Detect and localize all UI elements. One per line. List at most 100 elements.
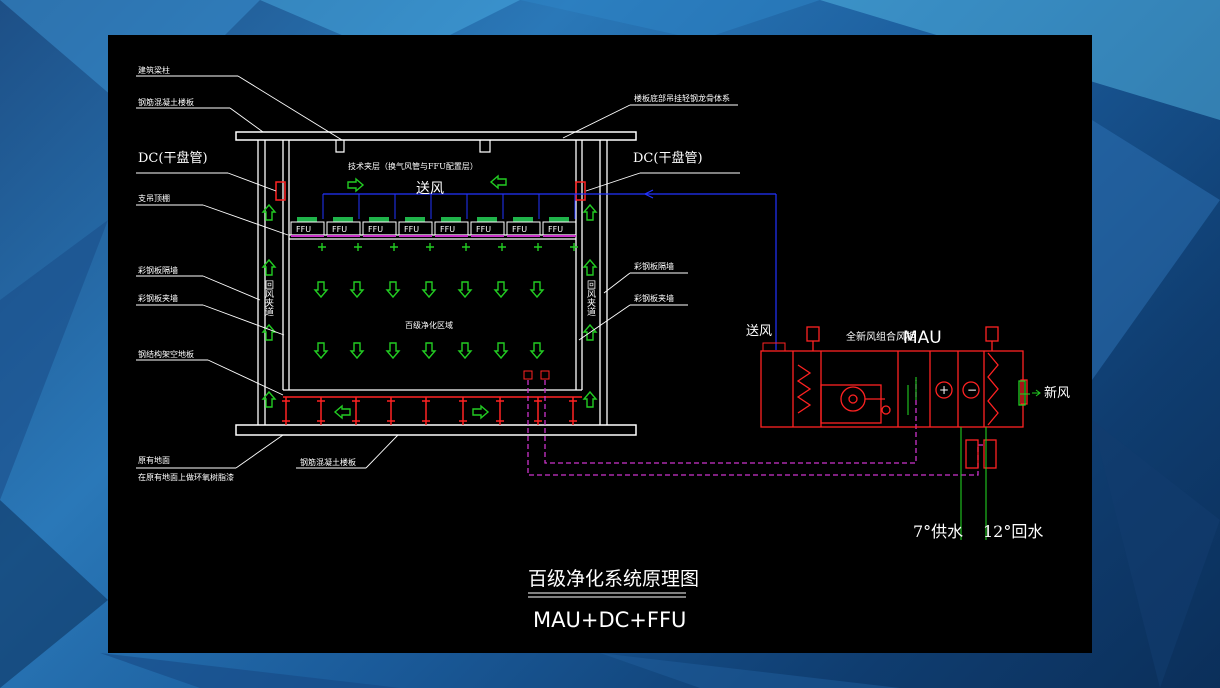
fresh-air-inlet-icon: [1018, 380, 1026, 406]
floor-pedestals: [282, 397, 577, 425]
up-arrow-icon: [582, 323, 598, 341]
down-arrow-icon: [385, 342, 401, 360]
up-arrow-icon: [261, 323, 277, 341]
down-arrow-icon: [421, 281, 437, 299]
ffu-label: FFU: [296, 225, 311, 234]
ffu-label: FFU: [404, 225, 419, 234]
ffu-drops: [322, 194, 576, 219]
left-arrow-icon: [489, 174, 507, 190]
pedestal: [352, 397, 360, 425]
label-mau-title: 全新风组合风柜: [846, 330, 916, 343]
ffu-top-icon: [513, 217, 533, 222]
down-arrow-icon: [313, 342, 329, 360]
down-arrow-icon: [313, 281, 329, 299]
pedestal: [282, 397, 290, 425]
cooling-coil-icon: [962, 381, 980, 399]
label-tech-mezzanine: 技术夹层（换气风管与FFU配置层）: [348, 161, 478, 171]
pedestal: [534, 397, 542, 425]
ffu-top-icon: [477, 217, 497, 222]
label-partition-right-bottom: 彩钢板夹墙: [634, 293, 674, 303]
water-lines: [907, 377, 1030, 540]
label-lightweight-frame: 楼板底部吊挂轻钢龙骨体系: [634, 93, 730, 103]
label-return-left: 回风夹道: [263, 280, 274, 317]
mau-supply-header: [762, 342, 786, 352]
ffu-top-icon: [549, 217, 569, 222]
ffu-label: FFU: [548, 225, 563, 234]
down-arrow-icon: [493, 281, 509, 299]
down-arrow-icon: [349, 281, 365, 299]
down-arrow-icon: [457, 281, 473, 299]
plus-marker: [534, 243, 542, 251]
ffu-label: FFU: [440, 225, 455, 234]
down-arrow-icon: [385, 281, 401, 299]
top-slab: [235, 131, 637, 141]
down-arrow-icon: [349, 342, 365, 360]
down-arrow-icon: [421, 342, 437, 360]
label-dc-right: DC(干盘管): [633, 150, 703, 166]
label-building-column: 建筑梁柱: [138, 65, 170, 75]
diagram-title: 百级净化系统原理图: [528, 568, 699, 590]
plus-marker: [570, 243, 578, 251]
right-arrow-icon: [472, 404, 490, 420]
pedestal: [569, 397, 577, 425]
plus-marker: [390, 243, 398, 251]
mau-unit: [760, 326, 1028, 469]
down-arrow-icon: [529, 281, 545, 299]
bottom-slab: [235, 424, 637, 436]
label-return-water: 12°回水: [983, 522, 1043, 541]
up-arrow-icon: [261, 258, 277, 276]
ffu-label: FFU: [476, 225, 491, 234]
label-supply-air-mau: 送风: [746, 324, 772, 339]
plus-marker: [354, 243, 362, 251]
ffu-top-icon: [369, 217, 389, 222]
label-partition-left-top: 彩钢板隔墙: [138, 265, 178, 275]
beams: [335, 140, 491, 153]
label-supply-air-top: 送风: [416, 181, 444, 197]
left-arrow-icon: [333, 404, 351, 420]
label-support-ceiling: 支吊顶棚: [138, 193, 170, 203]
supply-air-duct: [323, 189, 777, 350]
heating-coil-icon: [935, 381, 953, 399]
ffu-label: FFU: [512, 225, 527, 234]
label-clean-zone: 百级净化区域: [405, 320, 453, 330]
down-arrow-icon: [529, 342, 545, 360]
right-arrow-icon: [347, 177, 365, 193]
up-arrow-icon: [582, 258, 598, 276]
plus-marker: [498, 243, 506, 251]
leader-lines: [136, 75, 740, 469]
plus-marker: [462, 243, 470, 251]
up-arrow-icon: [582, 390, 598, 408]
ffu-label: FFU: [368, 225, 383, 234]
down-arrow-icon: [457, 342, 473, 360]
label-partition-left-bottom: 彩钢板夹墙: [138, 293, 178, 303]
label-partition-right-top: 彩钢板隔墙: [634, 261, 674, 271]
label-fresh-air: 新风: [1044, 385, 1070, 401]
ffu-top-icon: [333, 217, 353, 222]
diagram-subtitle: MAU+DC+FFU: [533, 608, 686, 632]
label-supply-water: 7°供水: [913, 522, 963, 541]
ffu-top-icon: [405, 217, 425, 222]
pedestal: [317, 397, 325, 425]
up-arrow-icon: [261, 390, 277, 408]
airflow-arrows: [261, 174, 598, 420]
pedestal: [387, 397, 395, 425]
ffu-top-icon: [297, 217, 317, 222]
dc-right-icon: [575, 181, 586, 201]
mau-coils: + −: [935, 381, 980, 399]
up-arrow-icon: [261, 203, 277, 221]
label-ground-note: 在原有地面上做环氧树脂漆: [138, 472, 234, 482]
plus-marker: [426, 243, 434, 251]
ffu-top-icon: [441, 217, 461, 222]
label-original-ground: 原有地面: [138, 455, 170, 465]
pedestal: [496, 397, 504, 425]
down-arrow-icon: [493, 342, 509, 360]
svg-text:+: +: [939, 383, 949, 397]
label-raised-floor: 钢结构架空地板: [138, 349, 194, 359]
label-dc-left: DC(干盘管): [138, 150, 208, 166]
pedestal: [422, 397, 430, 425]
label-rc-floor-bottom: 钢筋混凝土楼板: [300, 457, 356, 467]
up-arrow-icon: [582, 203, 598, 221]
